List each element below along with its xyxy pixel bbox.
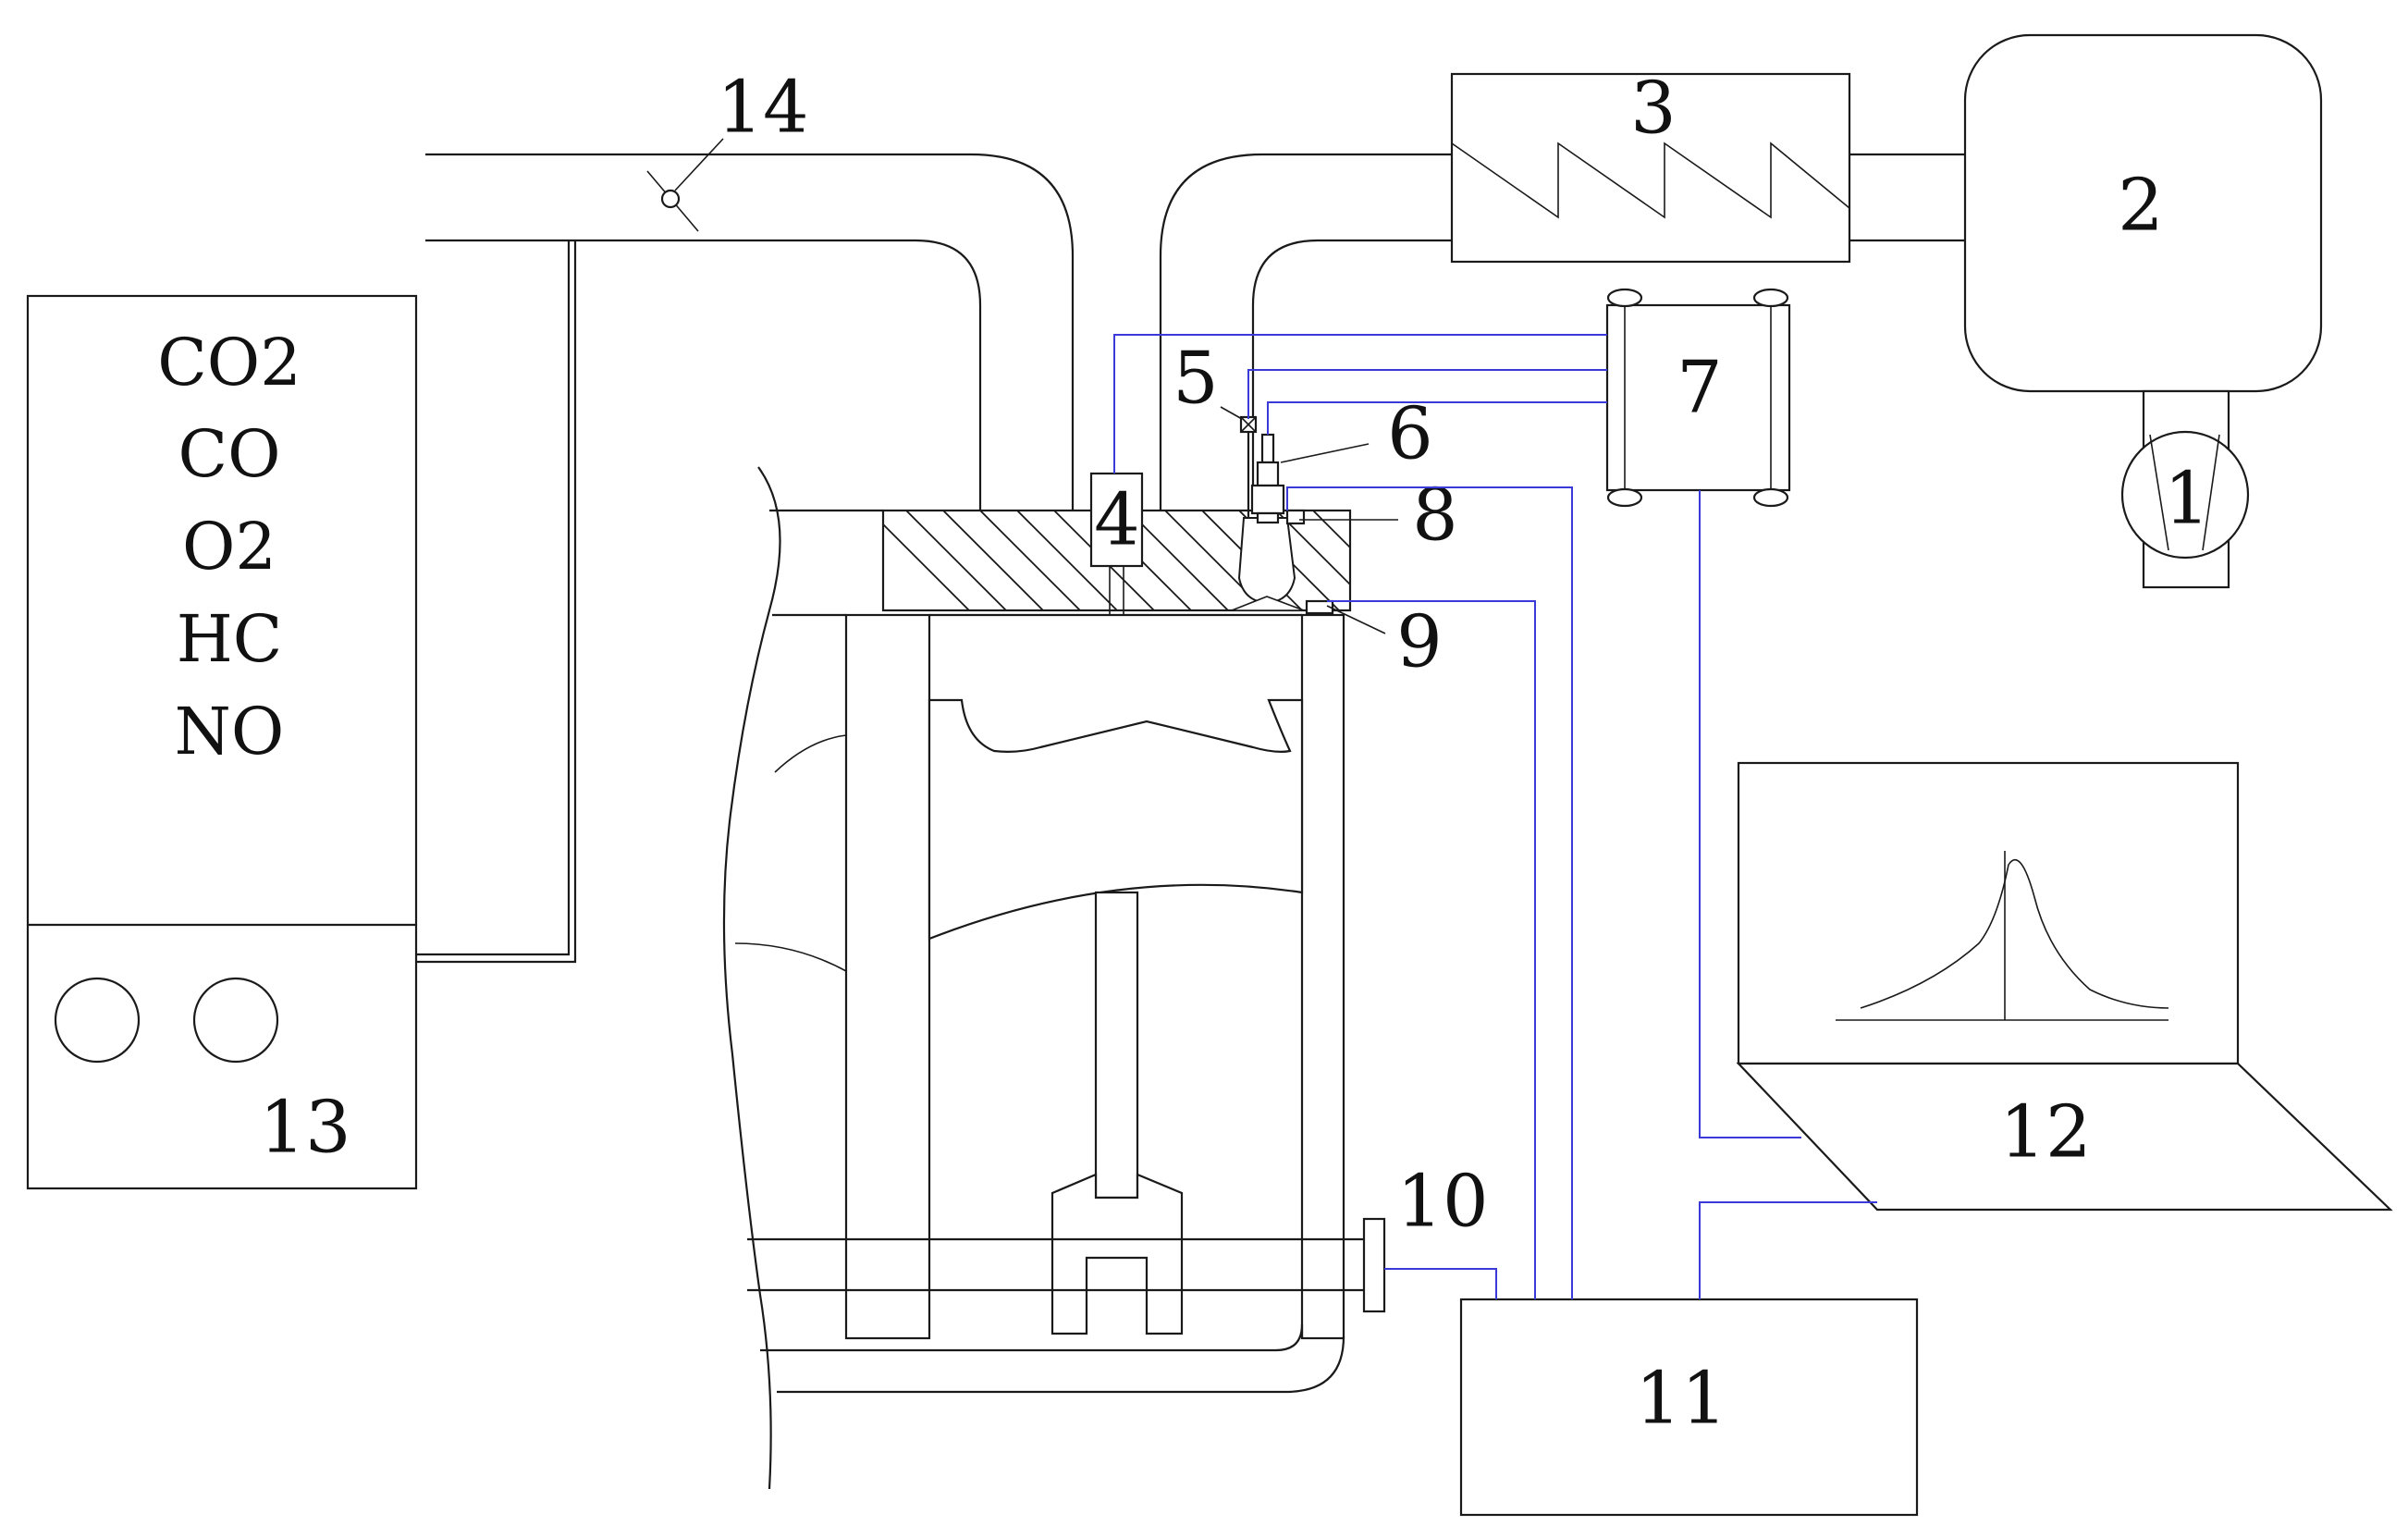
gas-hc: HC — [177, 601, 283, 677]
pressure-port-9: 9 — [1305, 599, 1443, 684]
label-12: 12 — [1999, 1091, 2091, 1175]
label-2: 2 — [2118, 165, 2164, 248]
compressor-1: 1 — [2120, 389, 2250, 589]
label-6: 6 — [1387, 393, 1433, 476]
gas-list: CO2 CO O2 HC NO — [157, 325, 301, 769]
label-4: 4 — [1094, 479, 1140, 562]
label-3: 3 — [1630, 68, 1677, 151]
analyzer-knob-left — [54, 977, 141, 1064]
gas-o2: O2 — [182, 509, 276, 584]
pressure-curve-display — [1836, 851, 2169, 1021]
gas-analyzer-13: CO2 CO O2 HC NO 13 — [26, 294, 418, 1190]
gas-valve-5: 5 — [1173, 338, 1258, 518]
label-11: 11 — [1635, 1358, 1726, 1441]
intake-pipe — [1159, 153, 1965, 511]
crank-encoder-10: 10 — [1396, 1161, 1488, 1244]
laptop-12: 12 — [1736, 761, 2393, 1212]
analyzer-knob-right — [192, 977, 279, 1064]
heater-3: 3 — [1450, 68, 1851, 264]
label-10: 10 — [1396, 1161, 1488, 1244]
exhaust-valve-14: 14 — [646, 67, 809, 232]
signal-wiring — [1113, 334, 1877, 1299]
label-1: 1 — [2164, 458, 2210, 541]
label-7: 7 — [1677, 347, 1723, 430]
gas-co: CO — [178, 416, 281, 492]
gas-no: NO — [175, 694, 285, 769]
label-5: 5 — [1173, 338, 1219, 421]
label-9: 9 — [1396, 601, 1443, 684]
spark-plug-6: 6 — [1250, 393, 1433, 524]
controller-7: 7 — [1605, 288, 1791, 508]
air-tank-2: 2 — [1963, 33, 2323, 393]
pressure-sensor-4: 4 — [1089, 472, 1144, 615]
exhaust-pipe — [416, 153, 1075, 964]
data-acquisition-11: 11 — [1459, 1298, 1919, 1517]
engine-block — [722, 466, 1386, 1490]
label-13: 13 — [259, 1087, 350, 1170]
gas-co2: CO2 — [157, 325, 301, 400]
label-14: 14 — [717, 67, 808, 150]
